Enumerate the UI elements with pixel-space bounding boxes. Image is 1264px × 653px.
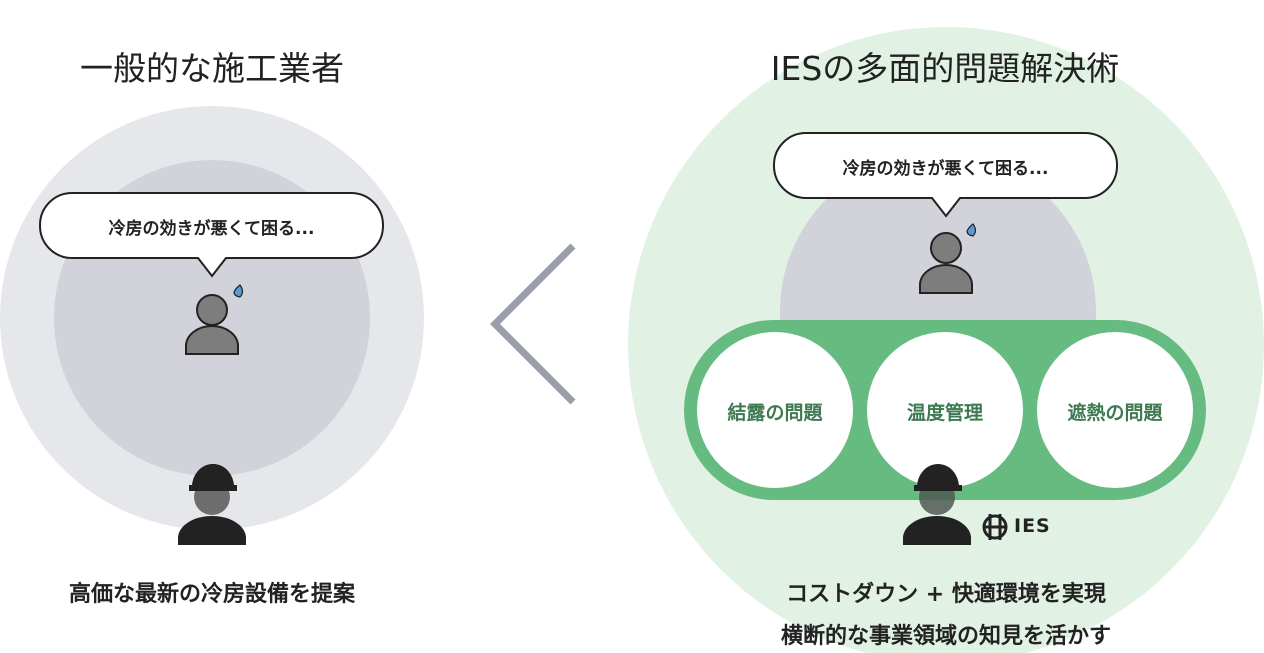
sweat-drop-icon-right: [966, 223, 977, 237]
left-heading: 一般的な施工業者: [80, 49, 344, 88]
solution-circle-2: [867, 332, 1023, 488]
worker-helmet-icon: [178, 464, 246, 545]
customer-person-icon: [185, 294, 239, 355]
solution-label-2: 温度管理: [906, 402, 983, 424]
worker-helmet-icon-right: [903, 464, 971, 545]
right-bubble-text: 冷房の効きが悪くて困る...: [842, 159, 1049, 179]
right-heading: IESの多面的問題解決術: [770, 49, 1120, 88]
solution-label-3: 遮熱の問題: [1067, 402, 1163, 424]
solution-label-1: 結露の問題: [727, 402, 823, 424]
comparison-chevron-icon: [490, 243, 576, 405]
right-caption-line-1: コストダウン + 快適環境を実現: [786, 582, 1106, 607]
left-speech-bubble: [39, 192, 384, 278]
left-caption: 高価な最新の冷房設備を提案: [68, 582, 355, 607]
left-bubble-text: 冷房の効きが悪くて困る...: [108, 219, 315, 239]
solution-circle-3: [1037, 332, 1193, 488]
right-caption-line-2: 横断的な事業領域の知見を活かす: [780, 624, 1111, 649]
right-speech-bubble: [773, 132, 1118, 218]
solution-circle-1: [697, 332, 853, 488]
ies-brand-name: IES: [1014, 515, 1051, 537]
customer-person-icon-right: [919, 232, 973, 294]
ies-logo-icon: [982, 514, 1008, 540]
sweat-drop-icon: [233, 284, 244, 298]
